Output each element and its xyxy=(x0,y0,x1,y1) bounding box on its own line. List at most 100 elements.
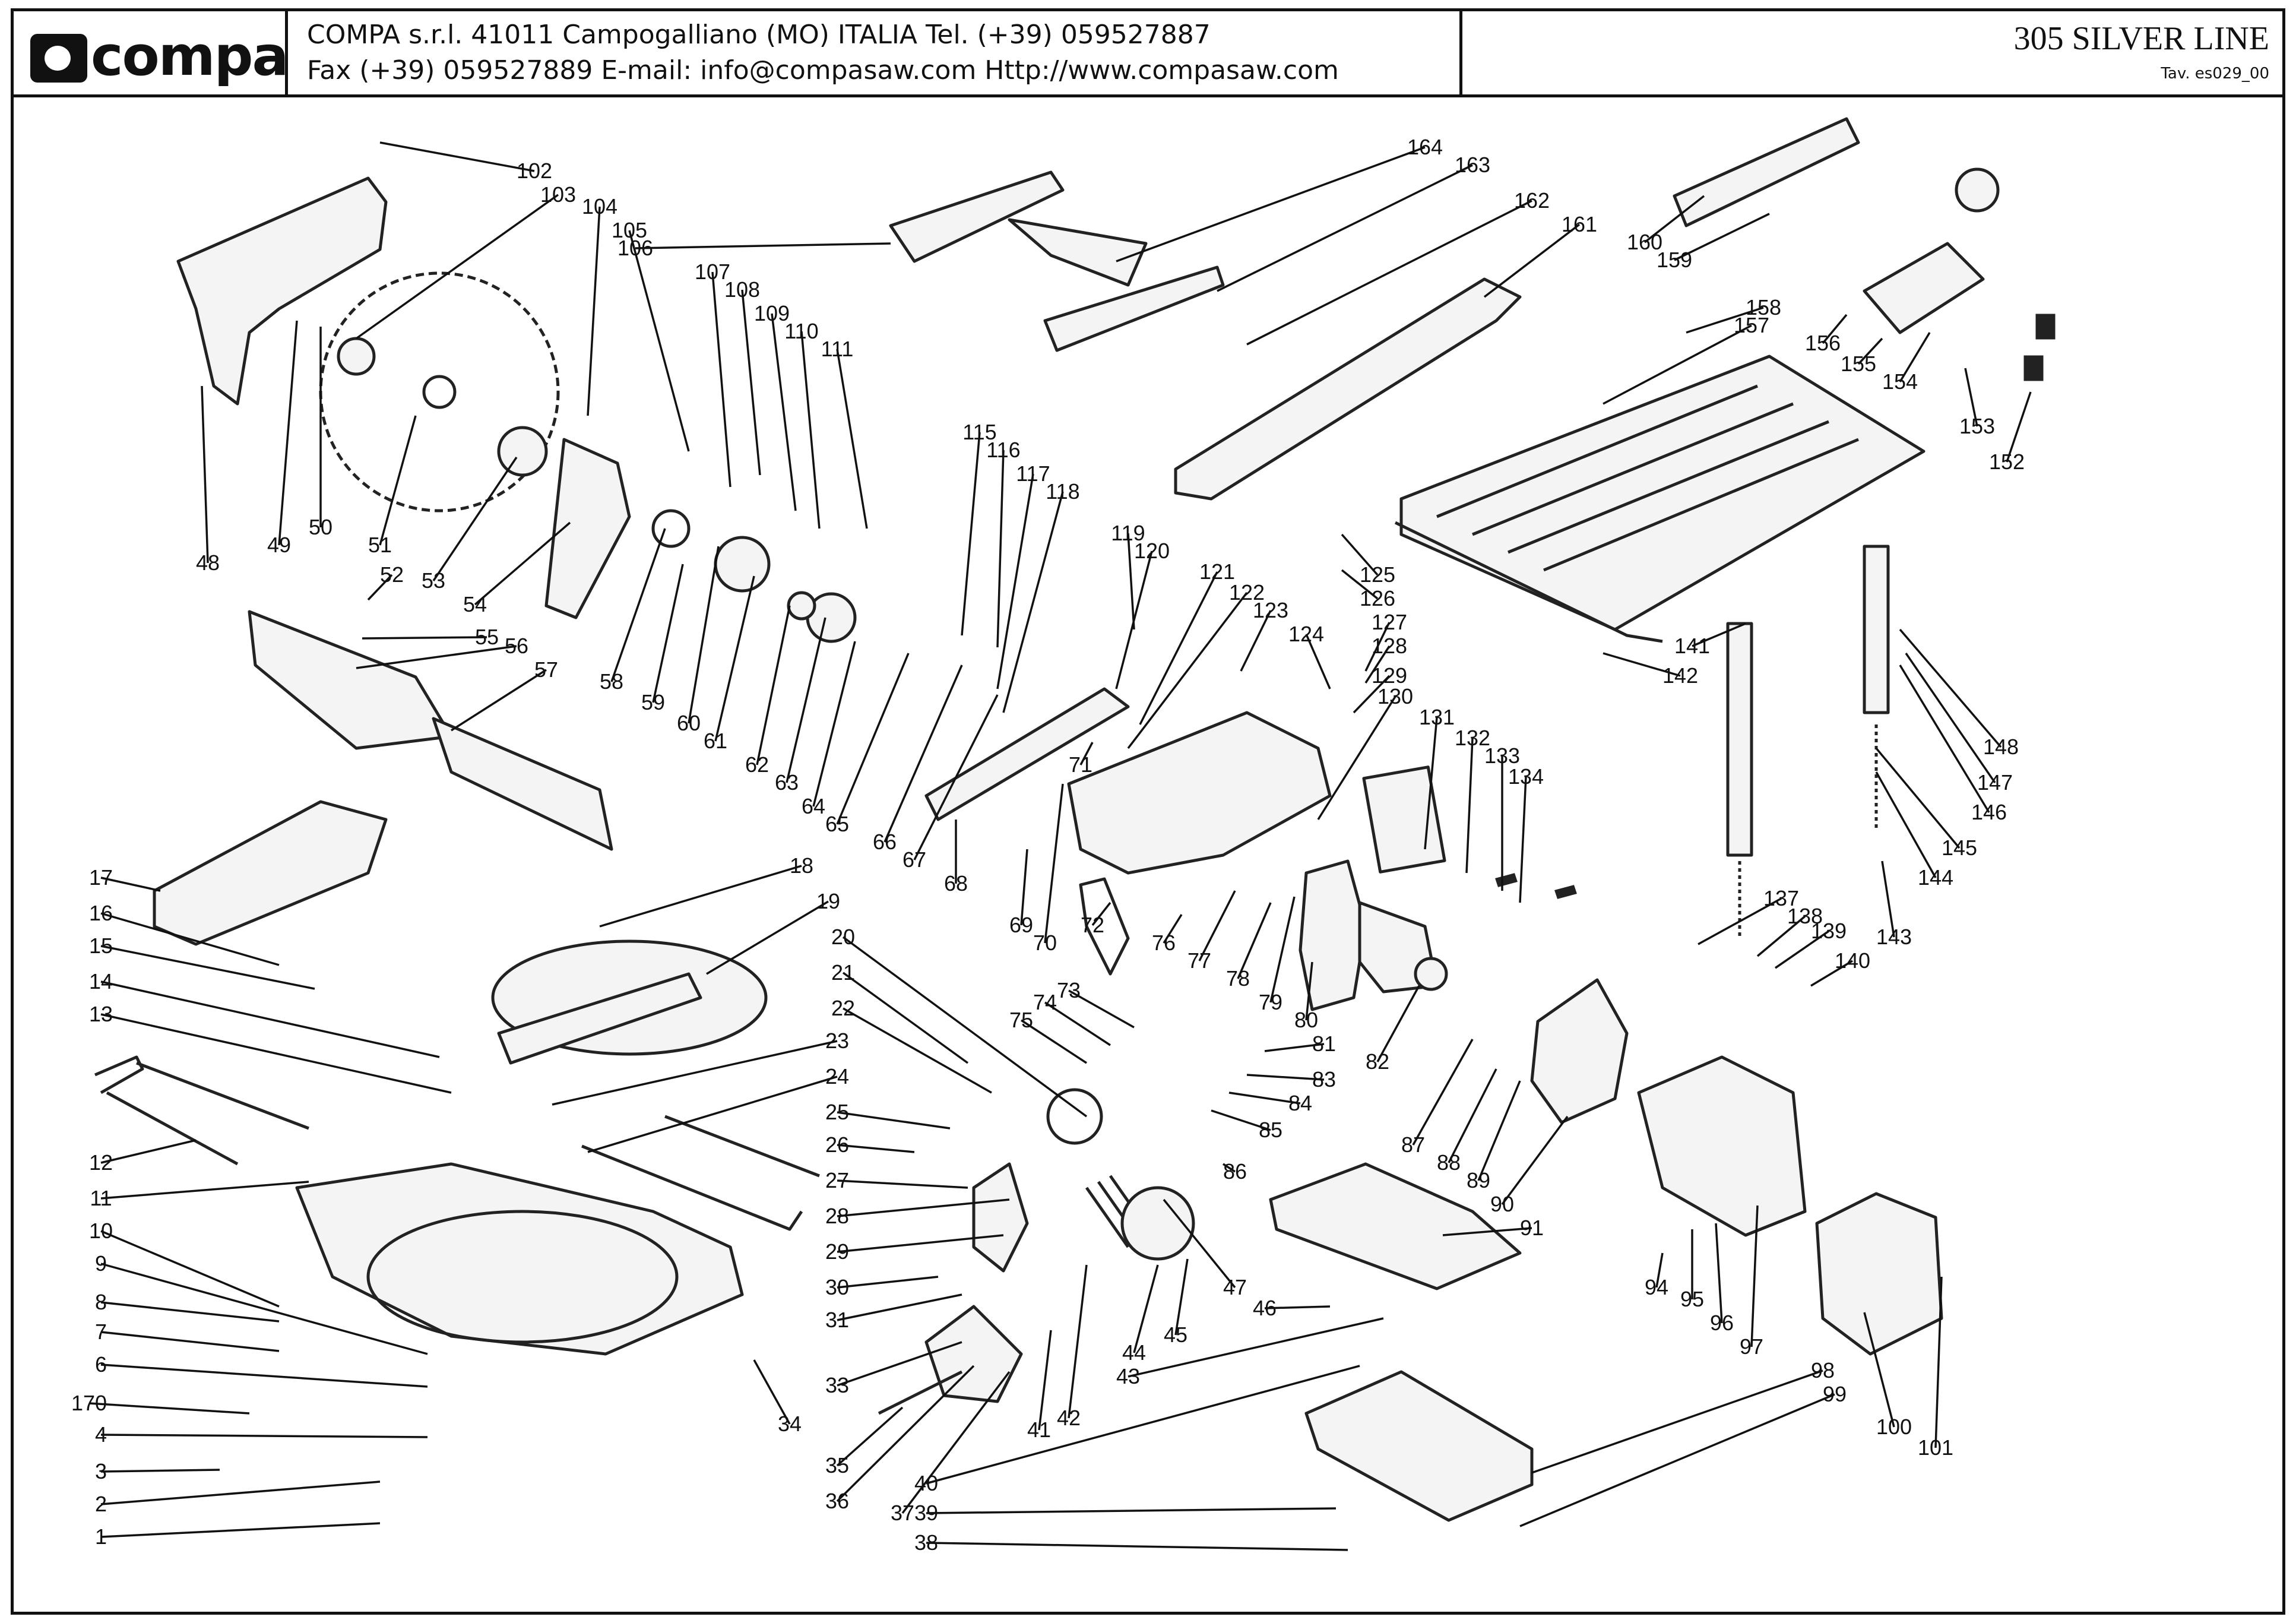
leader-line-31 xyxy=(837,1293,962,1321)
upper-work-table xyxy=(1399,355,1926,631)
leader-line-54 xyxy=(474,521,571,606)
bearing xyxy=(1414,957,1448,991)
cap-nut xyxy=(2023,355,2044,381)
leader-line-138 xyxy=(1756,915,1806,957)
leader-line-156 xyxy=(1822,314,1848,344)
leader-line-143 xyxy=(1881,860,1895,938)
part-number-label: 124 xyxy=(1288,622,1324,646)
part-number-label: 21 xyxy=(831,960,855,985)
leader-line-37 xyxy=(901,1371,1011,1514)
leader-line-100 xyxy=(1863,1312,1895,1428)
part-number-label: 13 xyxy=(89,1002,113,1026)
leader-line-11 xyxy=(100,1181,309,1200)
part-number-label: 8 xyxy=(95,1290,107,1314)
part-number-label: 138 xyxy=(1787,904,1823,928)
leader-line-170 xyxy=(88,1402,250,1415)
motor-stator xyxy=(1530,978,1629,1124)
part-number-label: 133 xyxy=(1484,744,1520,768)
part-number-label: 78 xyxy=(1226,966,1250,991)
part-number-label: 99 xyxy=(1823,1382,1847,1406)
fence-plate xyxy=(248,610,453,750)
leader-line-53 xyxy=(432,457,518,581)
leader-line-125 xyxy=(1341,533,1379,576)
leader-line-146 xyxy=(1899,665,1990,813)
part-number-label: 90 xyxy=(1490,1192,1514,1216)
part-number-label: 9 xyxy=(95,1251,107,1276)
part-number-label: 62 xyxy=(745,752,769,777)
motor-fan xyxy=(1299,859,1367,1011)
part-number-label: 170 xyxy=(71,1391,107,1415)
leader-line-49 xyxy=(278,320,298,546)
leader-line-67 xyxy=(913,694,999,860)
leader-line-101 xyxy=(1934,1276,1943,1448)
part-number-label: 144 xyxy=(1918,865,1953,890)
leader-line-159 xyxy=(1674,213,1770,261)
gear-cover xyxy=(924,1305,1023,1403)
leader-line-60 xyxy=(688,546,720,724)
leader-line-8 xyxy=(100,1301,280,1323)
leader-line-64 xyxy=(812,641,856,807)
table-front-rail xyxy=(1394,521,1663,643)
leader-line-51 xyxy=(379,415,417,546)
part-number-label: 108 xyxy=(724,277,760,302)
part-number-label: 64 xyxy=(802,794,825,818)
part-number-label: 75 xyxy=(1009,1008,1033,1032)
leader-line-147 xyxy=(1905,653,1996,783)
part-number-label: 160 xyxy=(1627,230,1662,254)
part-number-label: 116 xyxy=(986,438,1020,462)
part-number-label: 49 xyxy=(267,533,291,557)
part-number-label: 6 xyxy=(95,1352,107,1377)
part-number-label: 109 xyxy=(754,301,790,325)
part-number-label: 42 xyxy=(1057,1406,1081,1430)
machine-base xyxy=(295,1162,744,1356)
leader-line-81 xyxy=(1264,1043,1325,1052)
leader-line-33 xyxy=(837,1341,962,1387)
part-number-label: 40 xyxy=(914,1471,938,1495)
part-number-label: 107 xyxy=(695,260,730,284)
grip-handle xyxy=(1079,877,1130,976)
leader-line-45 xyxy=(1174,1258,1189,1336)
dust-box xyxy=(1269,1162,1522,1290)
leader-line-24 xyxy=(587,1075,838,1153)
part-number-label: 10 xyxy=(89,1219,113,1243)
part-number-label: 26 xyxy=(825,1132,849,1157)
part-number-label: 19 xyxy=(816,889,840,913)
leader-line-55 xyxy=(362,636,487,640)
leader-line-116 xyxy=(996,450,1005,648)
part-number-label: 36 xyxy=(825,1489,849,1513)
leader-line-39 xyxy=(926,1507,1337,1514)
part-number-label: 142 xyxy=(1662,663,1698,688)
part-number-label: 117 xyxy=(1016,461,1050,486)
part-number-label: 134 xyxy=(1508,764,1544,789)
part-number-label: 81 xyxy=(1312,1032,1336,1056)
leader-line-129 xyxy=(1353,675,1391,714)
gear-housing xyxy=(1067,711,1332,875)
part-number-label: 66 xyxy=(873,830,897,854)
part-number-label: 77 xyxy=(1187,948,1211,973)
upper-blade-guard xyxy=(176,176,388,406)
leader-line-96 xyxy=(1715,1223,1723,1324)
extension-bar xyxy=(581,1115,820,1231)
leader-line-29 xyxy=(837,1234,1004,1253)
part-number-label: 2 xyxy=(95,1492,107,1516)
leader-line-123 xyxy=(1240,610,1272,672)
title-cell: 305 SILVER LINE Tav. es029_00 xyxy=(1462,11,2282,94)
leader-line-141 xyxy=(1692,622,1746,647)
clamp-ring-2 xyxy=(1046,1088,1103,1145)
part-number-label: 89 xyxy=(1467,1168,1490,1192)
part-number-label: 37 xyxy=(891,1501,914,1525)
leader-line-144 xyxy=(1875,771,1937,878)
company-contact-line: Fax (+39) 059527889 E-mail: info@compasa… xyxy=(307,55,1339,86)
part-number-label: 1 xyxy=(95,1524,107,1549)
logo-cell: compa xyxy=(14,11,289,94)
leader-line-89 xyxy=(1477,1080,1521,1181)
part-number-label: 4 xyxy=(95,1422,107,1447)
leader-line-79 xyxy=(1269,896,1296,1003)
part-number-label: 115 xyxy=(962,420,996,444)
part-number-label: 146 xyxy=(1971,800,2007,824)
leader-line-140 xyxy=(1810,960,1853,987)
leader-line-127 xyxy=(1364,622,1391,672)
part-number-label: 56 xyxy=(505,634,528,658)
part-drawings xyxy=(94,117,2056,1522)
blade-flange xyxy=(337,337,376,376)
